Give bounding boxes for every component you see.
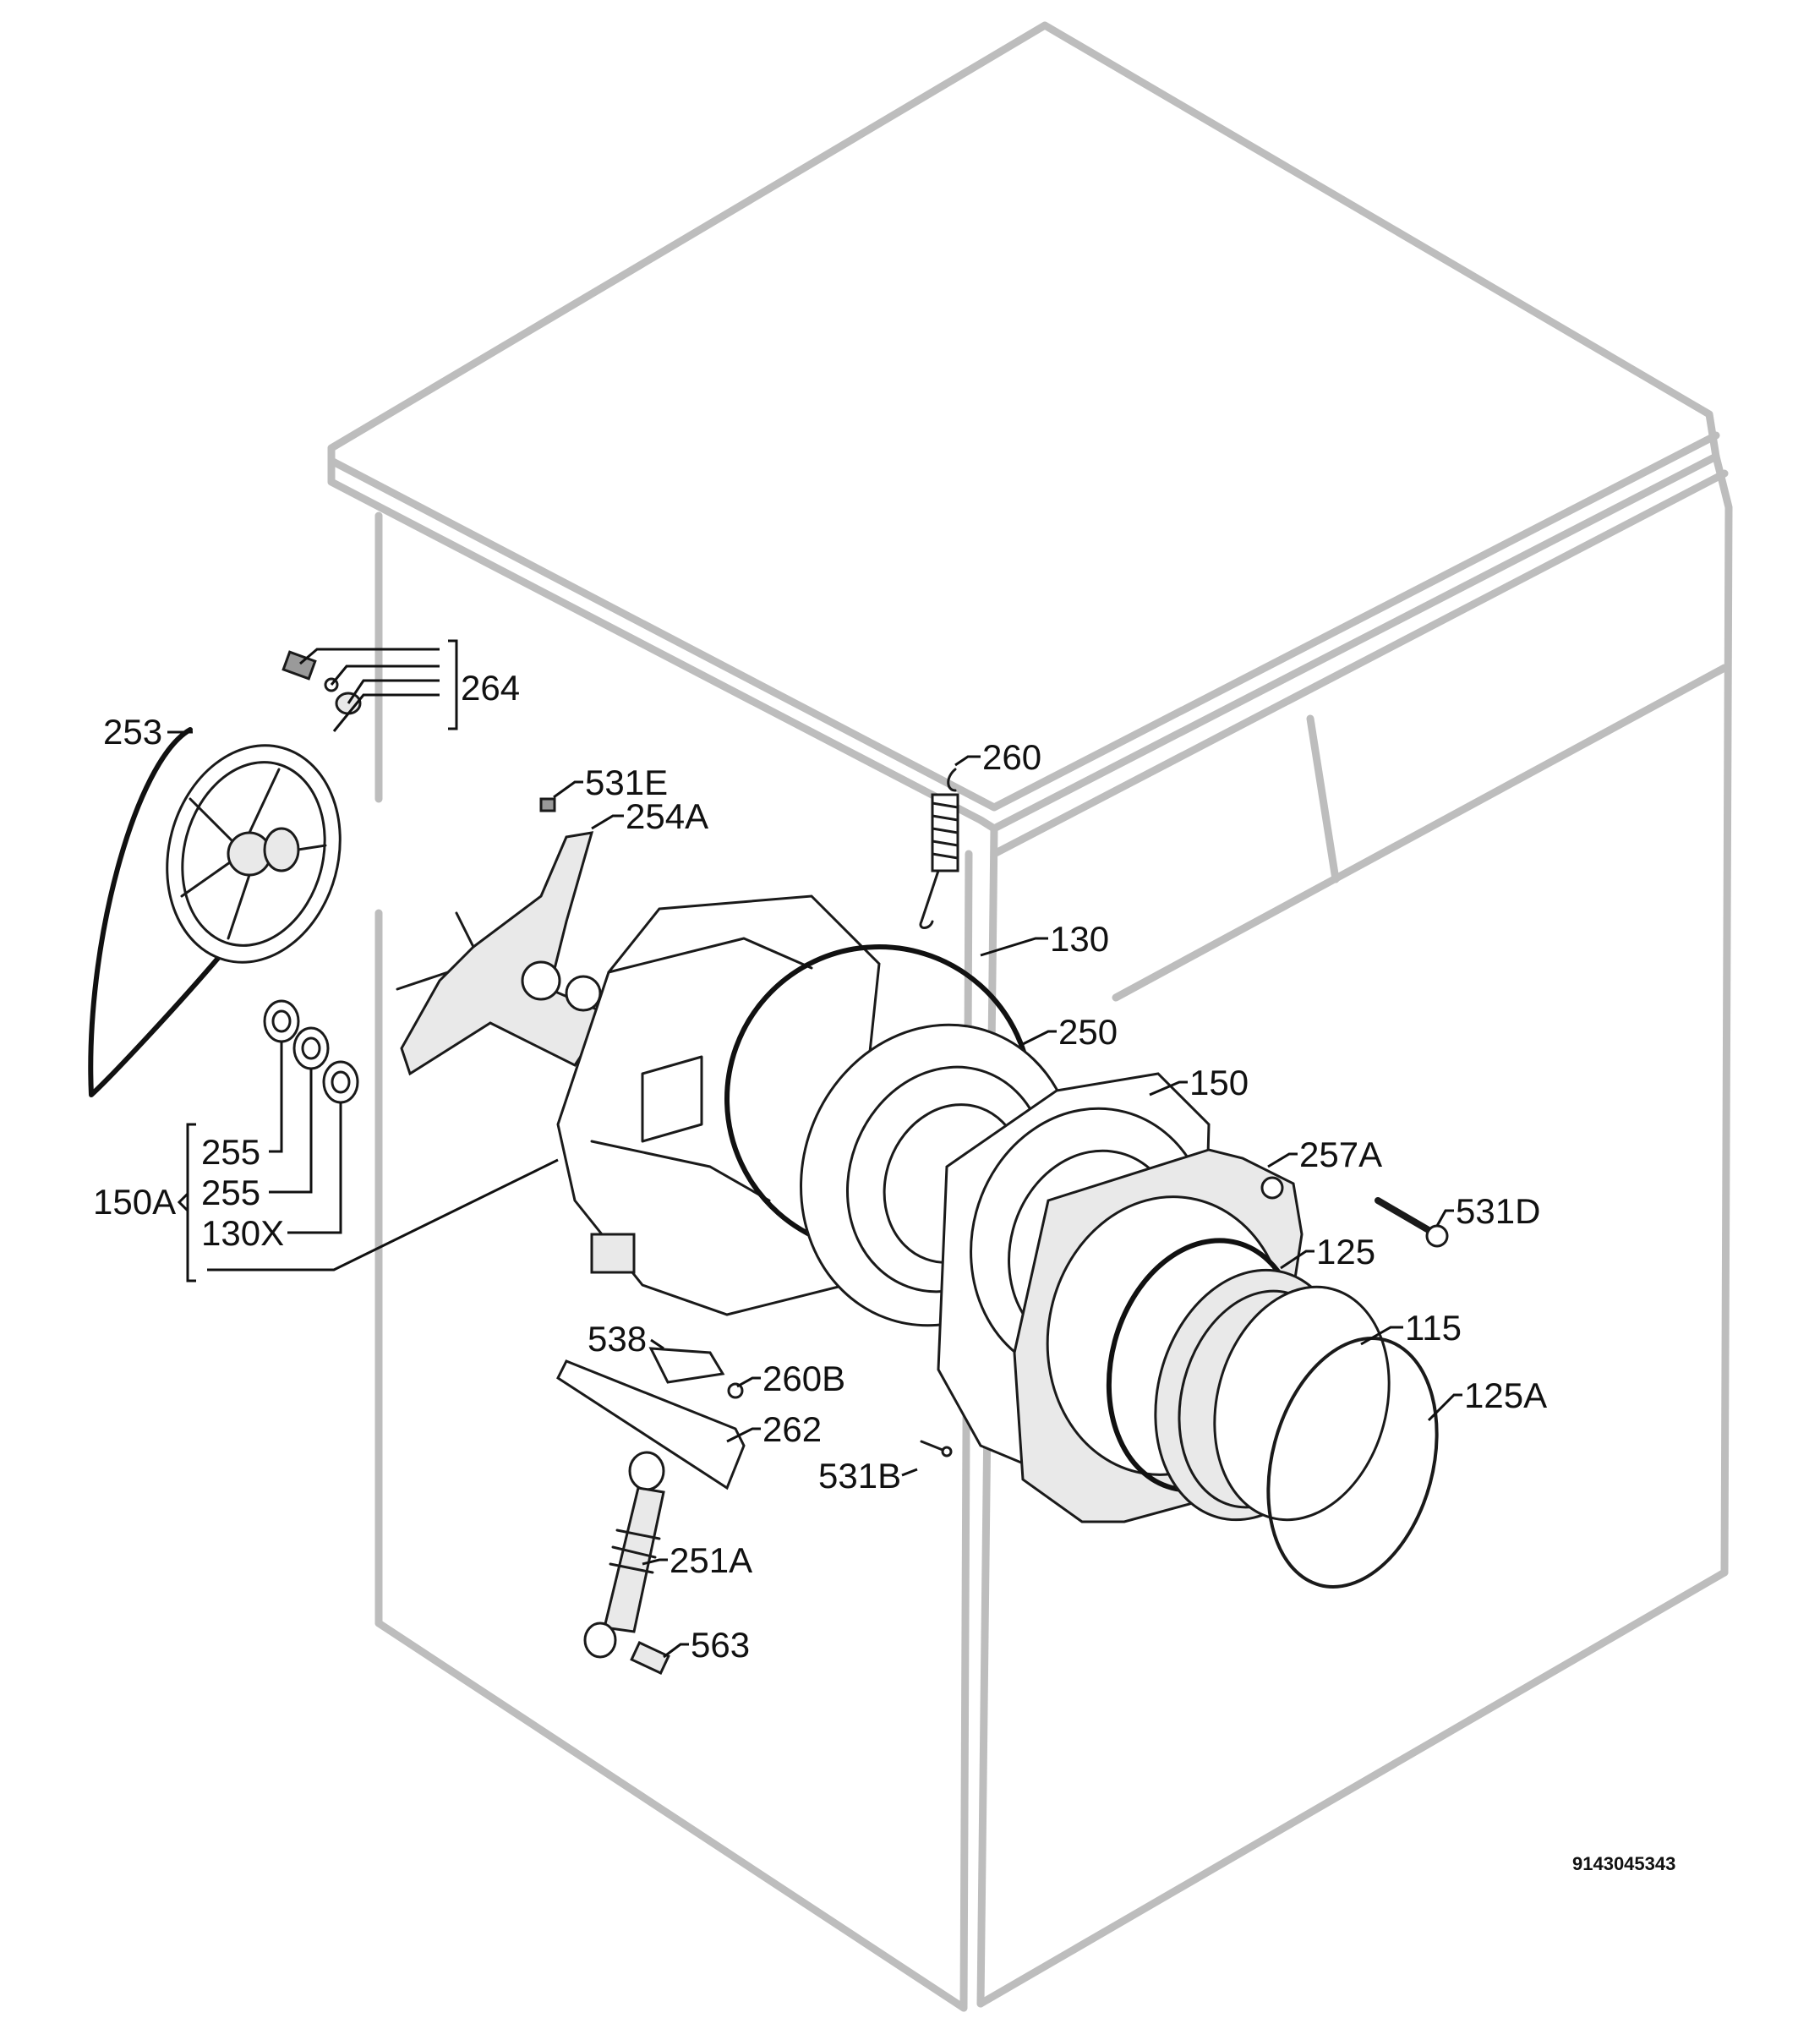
screw-531D xyxy=(1375,1197,1449,1248)
label-150A[interactable]: 150A xyxy=(93,1182,176,1222)
label-255a[interactable]: 255 xyxy=(201,1132,260,1172)
label-257A[interactable]: 257A xyxy=(1299,1135,1382,1174)
label-531D[interactable]: 531D xyxy=(1456,1191,1540,1231)
label-253[interactable]: 253 xyxy=(103,712,162,752)
bearings xyxy=(263,827,359,1104)
screw-531B xyxy=(920,1440,953,1457)
bearing-1 xyxy=(263,827,300,872)
pin-563 xyxy=(630,1641,670,1675)
label-255b[interactable]: 255 xyxy=(201,1173,260,1212)
label-260B[interactable]: 260B xyxy=(762,1359,845,1398)
label-531B[interactable]: 531B xyxy=(818,1456,901,1496)
tub-rear xyxy=(556,894,881,1316)
label-538[interactable]: 538 xyxy=(588,1319,647,1359)
clamp-band xyxy=(1266,1337,1439,1589)
fixing-kit xyxy=(281,650,362,715)
label-254A[interactable]: 254A xyxy=(626,796,708,836)
label-531E[interactable]: 531E xyxy=(585,763,668,802)
label-250[interactable]: 250 xyxy=(1058,1012,1118,1052)
shock-absorber xyxy=(583,1451,665,1659)
leader-lines xyxy=(167,639,1462,1659)
label-130[interactable]: 130 xyxy=(1050,919,1109,959)
screw-531E xyxy=(539,797,556,812)
label-264[interactable]: 264 xyxy=(461,668,520,708)
pulley-assembly xyxy=(88,727,342,1097)
document-number: 9143045343 xyxy=(1572,1853,1675,1874)
drive-belt xyxy=(88,727,227,1097)
label-125[interactable]: 125 xyxy=(1316,1232,1375,1272)
label-563[interactable]: 563 xyxy=(691,1625,750,1665)
label-251A[interactable]: 251A xyxy=(670,1540,752,1580)
label-262[interactable]: 262 xyxy=(762,1409,822,1449)
label-130X[interactable]: 130X xyxy=(201,1213,284,1253)
part-labels: 264 253 531E 254A 260 130 250 150 257A 5… xyxy=(93,668,1547,1665)
cabinet-outline xyxy=(327,21,1733,2012)
label-150[interactable]: 150 xyxy=(1189,1063,1249,1102)
label-260[interactable]: 260 xyxy=(982,737,1041,777)
drum-spider xyxy=(396,831,611,1076)
suspension-spring xyxy=(919,768,959,929)
label-115[interactable]: 115 xyxy=(1405,1308,1462,1348)
filter-and-bracket xyxy=(556,1347,746,1490)
label-125A[interactable]: 125A xyxy=(1464,1375,1547,1415)
